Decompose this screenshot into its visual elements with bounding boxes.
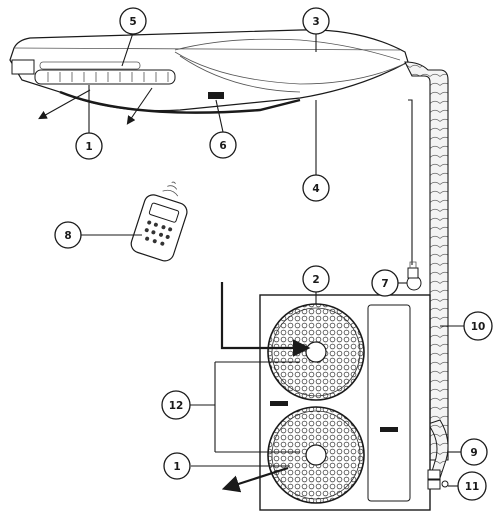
callout-label: 2 — [312, 274, 319, 286]
callout-8: 8 — [54, 221, 82, 249]
callout-3: 3 — [302, 7, 330, 35]
fan-grille-bottom — [267, 406, 365, 504]
air-outlet-louvers — [34, 61, 176, 85]
airflow-arrow-right — [126, 87, 153, 125]
callout-label: 11 — [465, 481, 480, 493]
callout-7: 7 — [371, 269, 399, 297]
drain-fitting — [406, 261, 422, 291]
remote-controller — [130, 181, 188, 262]
callout-10: 10 — [463, 311, 493, 341]
connecting-pipe — [404, 61, 449, 461]
callout-9: 9 — [460, 438, 488, 466]
callout-11: 11 — [457, 471, 487, 501]
callout-6: 6 — [209, 131, 237, 159]
callout-label: 5 — [129, 16, 136, 28]
callout-label: 6 — [219, 140, 226, 152]
callout-label: 4 — [312, 183, 319, 195]
callout-label: 7 — [381, 278, 388, 290]
callout-4: 4 — [302, 174, 330, 202]
display-panel — [208, 92, 224, 99]
callout-label: 8 — [64, 230, 71, 242]
callout-1-indoor: 1 — [75, 132, 103, 160]
airflow-arrow-left — [38, 89, 91, 120]
callout-label: 3 — [312, 16, 319, 28]
callout-1-outdoor: 1 — [163, 452, 191, 480]
callout-12: 12 — [161, 390, 191, 420]
callout-5: 5 — [119, 7, 147, 35]
service-valves — [427, 469, 449, 490]
leader-lines — [81, 32, 464, 487]
outdoor-unit — [259, 294, 449, 511]
fan-grille-top — [267, 303, 365, 401]
indoor-unit — [9, 29, 409, 114]
callout-2: 2 — [302, 265, 330, 293]
callout-label: 12 — [169, 400, 184, 412]
air-exhaust-arrow — [221, 466, 289, 493]
callout-label: 1 — [173, 461, 180, 473]
callout-label: 9 — [470, 447, 477, 459]
callout-label: 10 — [471, 321, 486, 333]
air-intake-arrow — [220, 282, 311, 357]
callout-label: 1 — [85, 141, 92, 153]
